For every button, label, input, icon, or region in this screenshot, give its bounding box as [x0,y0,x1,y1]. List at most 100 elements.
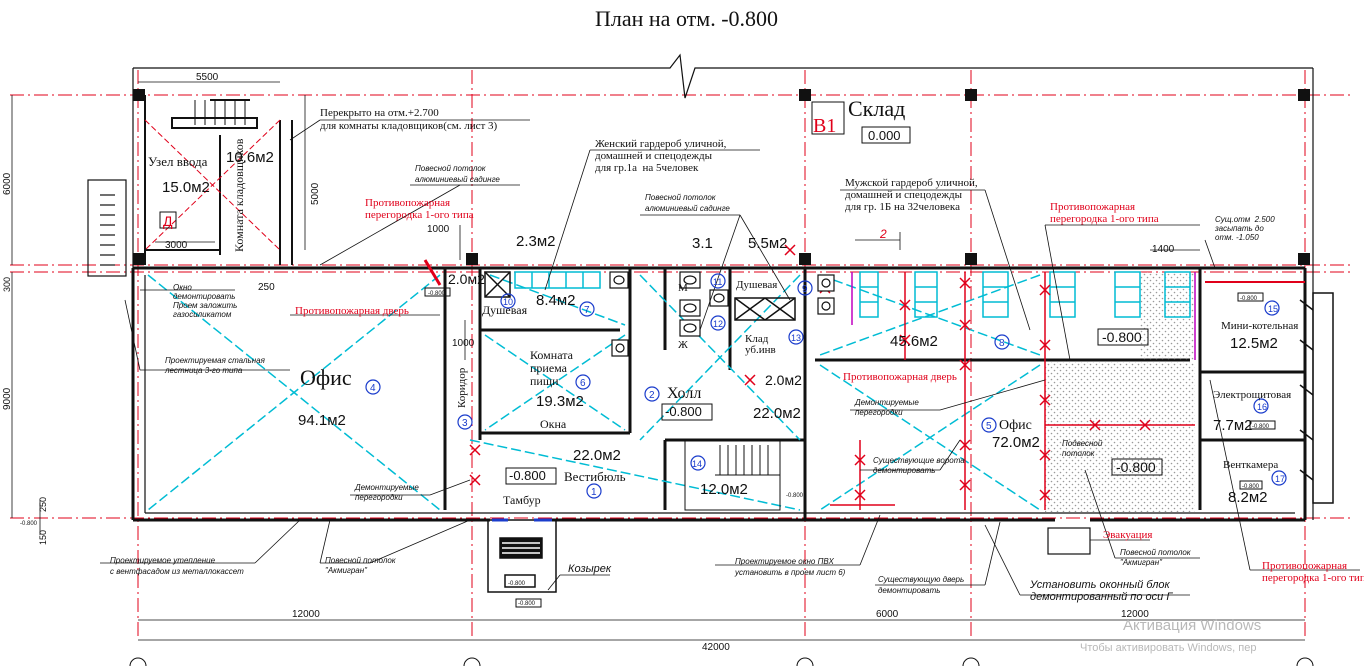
dush-r-area: 5.5м2 [748,235,788,252]
kotel-area: 12.5м2 [1230,335,1278,352]
ofis-left-area: 94.1м2 [298,412,346,429]
note-podves-akm-1: Повесной потолок"Акмигран" [325,556,397,575]
note-protivopozh-per-r-line: Противопожарная [1050,201,1135,213]
note-muzh-garderob-line: домашней и спецодежды [845,189,963,201]
note-podves-al-2-line: алюминиевый садинге [645,204,730,213]
garderob-m-num: 8 [999,338,1005,349]
klad-area: 10.6м2 [226,149,274,166]
mark-0800b: -0.800 [518,601,536,607]
elektro-area: 7.7м2 [1213,417,1253,434]
columns [133,89,1310,265]
dim-250b: 250 [38,497,48,512]
kladub-area: 2.0м2 [765,372,802,388]
priem-name-line: приема [530,361,568,375]
note-sush-otm-line: отм. -1.050 [1215,233,1259,242]
uzel-area: 15.0м2 [162,179,210,196]
note-okno-demont-line: Окно [173,283,192,292]
wc-area1: 3.1 [692,235,713,252]
small-area2: 2.0м2 [448,271,485,287]
dim-6000b: 6000 [876,609,899,620]
garderob-m-area: 45.6м2 [890,333,938,350]
kotel-name: Мини-котельная [1221,320,1298,332]
ofis-left-num: 4 [370,383,376,394]
dush-r-name: Душевая [736,279,777,291]
block-level: 0.000 [868,128,901,143]
dush-r-num: 9 [802,284,808,295]
dim-6000: 6000 [2,172,13,195]
drawing-title: План на отм. -0.800 [595,6,778,31]
kladub-num: 13 [791,333,801,343]
vest-name: Вестибюль [564,469,626,484]
demolished-partitions [830,272,1195,510]
ofis-right-area: 72.0м2 [992,434,1040,451]
note-protivopozh-per-rr-line: Противопожарная [1262,560,1347,572]
klad-name: Комната кладовщиков [232,138,246,252]
note-podves-akm-2-line: Повесной потолок [1120,548,1192,557]
note-sush-otm-line: Сущ.отм 2.500 [1215,215,1275,224]
dim-5000: 5000 [310,182,321,205]
fire-door [423,259,442,286]
note-okno-pvh-line: установить в проем лист 6) [734,568,846,577]
lockers [514,271,1191,318]
dim-300: 300 [2,277,12,292]
okna-label: Окна [540,417,567,431]
ofis-right-level: -0.800 [1116,459,1156,475]
ofis-right-name: Офис [999,418,1032,433]
internal-stair [684,439,781,511]
hatched-area-2 [1140,272,1195,360]
note-demont-per-2-line: Демонтируемые [854,398,919,407]
kladub-name-line: уб.инв [745,344,776,356]
mark-0800a: -0.800 [20,521,38,527]
kotel-num: 15 [1268,304,1278,314]
note-zhen-garderob-line: домашней и спецодежды [595,150,713,162]
priem-name-line: пищи [530,374,559,388]
stair-num: 14 [692,459,702,469]
shower-boxes [484,271,796,321]
note-zhen-garderob: Женский гардероб уличной,домашней и спец… [595,138,727,174]
vest-num: 1 [591,487,597,498]
note-protivopozh-dver-r: Противопожарная дверь [843,371,957,383]
note-uteplenie-line: с вентфасадом из металлокассет [110,567,244,576]
side-box [1047,527,1091,555]
note-okno-pvh-line: Проектируемое окно ПВХ [735,557,834,566]
note-vorota-line: Существующие ворота [873,456,965,465]
stair-area: 12.0м2 [700,481,748,498]
uzel-mark: Д [163,213,173,229]
wc-num11: 11 [713,277,722,287]
note-demont-per-1-line: перегородки [355,493,403,502]
note-podves-akm-2: Повесной потолок"Акмигран" [1120,548,1192,567]
dim-3000: 3000 [165,240,188,251]
note-ustanovit-line: демонтированный по оси Г [1030,591,1173,603]
note-perekryto-line: для комнаты кладовщиков(см. лист 3) [320,120,498,132]
mark-0800d: -0.800 [786,493,804,499]
koridor-num: 3 [462,418,468,429]
external-stair [87,179,127,277]
note-demont-per-2-line: перегородки [855,408,903,417]
priem-area: 19.3м2 [536,393,584,410]
note-podves-r-line: потолок [1062,449,1096,458]
koridor-name: Коридор [456,367,468,408]
note-okno-demont-line: демонтировать [173,292,235,301]
tambur-label: Тамбур [503,493,541,507]
entrance-stripes [502,542,540,554]
note-podves-al-1-line: алюминиевый садинге [415,175,500,184]
note-okno-demont-line: газосиликатом [173,310,232,319]
holl-name: Холл [667,385,701,402]
holl-level: -0.800 [665,404,702,419]
note-okno-pvh: Проектируемое окно ПВХ установить в проем… [734,557,846,577]
upper-stair [194,100,246,125]
mark-0800c: -0.800 [508,581,526,587]
note-protivopozh-per-l-line: Противопожарная [365,197,450,209]
shaft-lines [851,272,1196,360]
note-podves-akm-1-line: "Акмигран" [325,566,368,575]
main-walls [131,266,1307,522]
dim-12000b: 12000 [1121,609,1149,620]
